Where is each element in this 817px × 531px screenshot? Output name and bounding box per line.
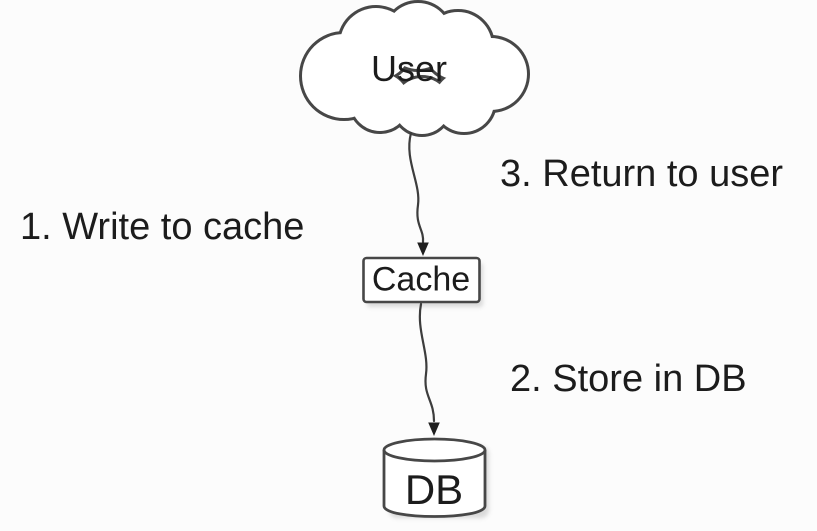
cache-node-label: Cache (371, 260, 471, 299)
step-3-return-to-user-label: 3. Return to user (500, 153, 784, 196)
step-1-write-to-cache-label: 1. Write to cache (20, 206, 305, 249)
cache-box (362, 256, 481, 304)
db-cylinder-top (382, 437, 487, 463)
user-cloud-shape (299, 0, 530, 137)
step-2-store-in-db-label: 2. Store in DB (510, 358, 747, 401)
db-node-label: DB (404, 465, 464, 513)
cache-to-db-arrowhead-icon (428, 422, 440, 436)
user-to-cache-arrow (408, 131, 425, 244)
user-node-label: User (370, 48, 448, 90)
db-cylinder-shape (382, 437, 489, 518)
user-to-cache-arrowhead-icon (417, 242, 429, 256)
cache-to-db-arrow (418, 302, 436, 423)
db-cylinder-body (382, 450, 487, 518)
